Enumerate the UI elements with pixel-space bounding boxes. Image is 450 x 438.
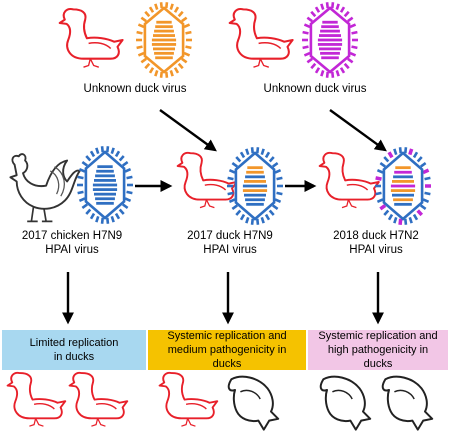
dead-duck-icon: [227, 375, 280, 431]
virus-icon-purple: [302, 2, 358, 78]
top-left-virus-label: Unknown duck virus: [83, 83, 187, 95]
strain-name: 2018 duck H7N2: [333, 230, 419, 242]
dead-duck-icon: [381, 375, 434, 431]
outcome-line: high pathogenicity in ducks: [327, 344, 429, 370]
virus-icon-duck-h7n9: [227, 147, 283, 225]
duck-icon: [318, 151, 380, 209]
strain-type: HPAI virus: [349, 244, 403, 256]
top-right-virus-label: Unknown duck virus: [263, 83, 367, 95]
outcome-line: Systemic replication and: [318, 330, 438, 342]
outcome-box-high-pathogenicity: Systemic replication and high pathogenici…: [308, 330, 448, 370]
strain-name: 2017 chicken H7N9: [21, 230, 123, 242]
duck-icon: [228, 8, 294, 69]
virus-icon-orange: [136, 2, 192, 78]
duck-icon: [6, 371, 67, 428]
arrow-unknown-to-duck-h7n9: [159, 109, 217, 152]
duck-icon: [58, 8, 124, 69]
arrow-unknown-to-duck-h7n2: [329, 109, 387, 152]
virus-icon-chicken-h7n9: [77, 146, 133, 224]
duck-icon: [158, 371, 219, 428]
outcome-box-limited-replication: Limited replication in ducks: [2, 330, 146, 370]
outcome-line: Limited replication: [29, 337, 119, 349]
outcome-line: in ducks: [53, 351, 95, 363]
strain-label-duck-h7n2: 2018 duck H7N2 HPAI virus: [306, 229, 446, 257]
outcome-line: Systemic replication and: [167, 330, 287, 342]
virus-icon-duck-h7n2: [375, 147, 431, 225]
strain-type: HPAI virus: [203, 244, 257, 256]
rooster-icon: [9, 153, 81, 223]
strain-label-chicken-h7n9: 2017 chicken H7N9 HPAI virus: [2, 229, 142, 257]
outcome-box-medium-pathogenicity: Systemic replication and medium pathogeni…: [148, 330, 306, 370]
dead-duck-icon: [319, 375, 372, 431]
strain-type: HPAI virus: [45, 244, 99, 256]
duck-icon: [176, 151, 238, 209]
outcome-line: medium pathogenicity in ducks: [167, 344, 287, 370]
duck-icon: [68, 371, 129, 428]
strain-name: 2017 duck H7N9: [187, 230, 273, 242]
strain-label-duck-h7n9: 2017 duck H7N9 HPAI virus: [160, 229, 300, 257]
